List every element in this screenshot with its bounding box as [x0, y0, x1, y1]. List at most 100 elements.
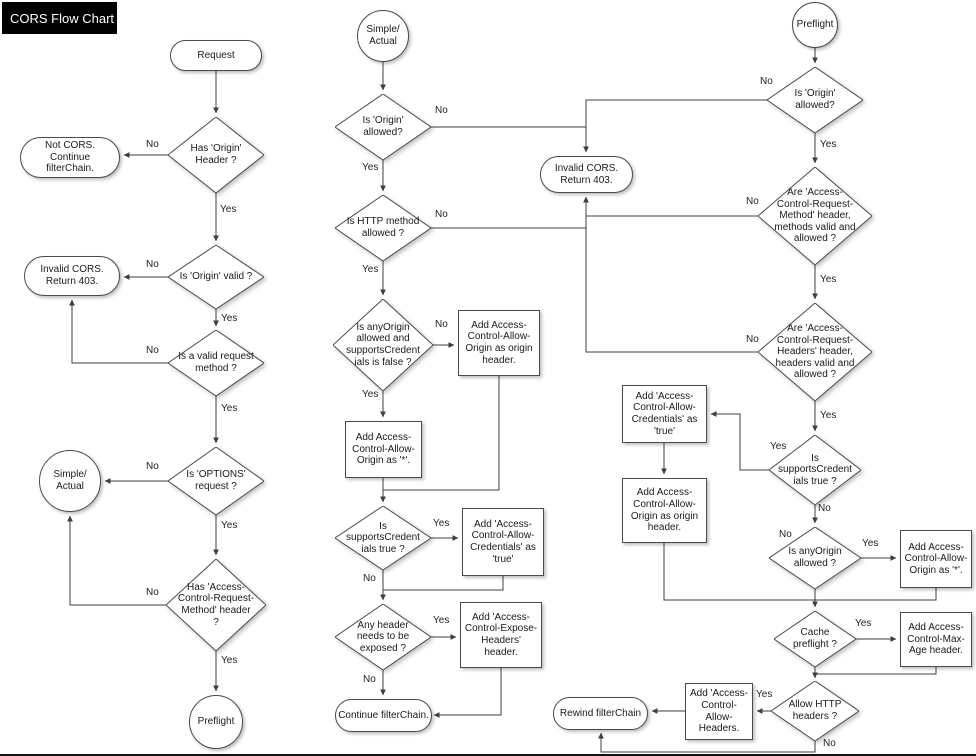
- diamond-shape: [168, 330, 264, 396]
- node-label: Simple/ Actual: [53, 469, 87, 492]
- decision-has-acrm-header: Has 'Access- Control-Request- Method' he…: [166, 559, 266, 651]
- node-label: Is supportsCredent ials true ?: [778, 452, 852, 487]
- process-add-credentials-1: Add 'Access- Control-Allow- Credentials'…: [462, 508, 544, 576]
- connector-preflight-1: Preflight: [189, 695, 243, 749]
- decision-origin-allowed-simple: Is 'Origin' allowed?: [335, 94, 431, 160]
- edge-label-yes: Yes: [362, 389, 379, 400]
- process-add-acao-star-2: Add Access- Control-Allow- Origin as '*'…: [900, 530, 972, 588]
- node-label: Add 'Access- Control-Expose- Headers' he…: [464, 611, 538, 658]
- node-label: Simple/ Actual: [366, 24, 400, 47]
- diamond-shape: [774, 611, 856, 667]
- node-label: Add 'Access- Control-Allow- Credentials'…: [470, 518, 536, 565]
- connector-simple-actual-1: Simple/ Actual: [39, 450, 101, 512]
- diamond-shape: [333, 299, 433, 391]
- node-label: Is 'OPTIONS' request ?: [186, 469, 246, 492]
- node-label: Has 'Origin' Header ?: [190, 143, 242, 166]
- edge-label-no: No: [146, 461, 159, 472]
- node-label: Is 'Origin' valid ?: [179, 271, 253, 283]
- edge-label-yes: Yes: [770, 441, 787, 452]
- edge-label-no: No: [779, 529, 792, 540]
- decision-supports-credentials-1: Is supportsCredent ials true ?: [335, 506, 431, 570]
- flow-edge: [383, 576, 504, 591]
- edge-label-no: No: [746, 334, 759, 345]
- edge-label-yes: Yes: [862, 538, 879, 549]
- decision-acrm-valid: Are 'Access- Control-Request- Method' he…: [758, 167, 872, 265]
- terminator-invalid-cors-2: Invalid CORS. Return 403.: [540, 156, 633, 193]
- edge-label-no: No: [435, 319, 448, 330]
- edge-label-no: No: [146, 345, 159, 356]
- process-add-allow-headers: Add 'Access- Control- Allow- Headers.: [685, 683, 753, 740]
- diamond-shape: [168, 447, 264, 515]
- diamond-shape: [758, 167, 872, 265]
- flow-edge: [710, 411, 769, 471]
- edge-label-no: No: [435, 209, 448, 220]
- diamond-shape: [758, 303, 872, 401]
- flow-edge: [433, 668, 502, 718]
- diamond-shape: [168, 245, 264, 309]
- edge-label-yes: Yes: [820, 139, 837, 150]
- diamond-shape: [769, 435, 861, 505]
- node-label: Invalid CORS. Return 403.: [40, 264, 104, 287]
- node-label: Not CORS. Continue filterChain.: [44, 140, 95, 175]
- process-add-acao-star-1: Add Access- Control-Allow- Origin as '*'…: [345, 421, 422, 478]
- edge-label-no: No: [363, 573, 376, 584]
- terminator-continue-filterchain: Continue filterChain.: [335, 699, 432, 732]
- decision-allow-http-headers: Allow HTTP headers ?: [771, 681, 859, 741]
- decision-is-valid-request-method: Is a valid request method ?: [168, 330, 264, 396]
- node-label: Add Access- Control-Allow- Origin as ori…: [630, 487, 699, 534]
- edge-label-yes: Yes: [221, 655, 238, 666]
- flow-edge: [598, 732, 816, 753]
- node-label: Continue filterChain.: [338, 709, 429, 721]
- flow-edge: [67, 515, 166, 606]
- node-label: Is HTTP method allowed ?: [346, 216, 420, 239]
- edge-label-yes: Yes: [220, 204, 237, 215]
- node-label: Is a valid request method ?: [178, 351, 254, 374]
- node-label: Preflight: [197, 716, 235, 728]
- edge-label-yes: Yes: [362, 264, 379, 275]
- diamond-shape: [168, 117, 264, 193]
- process-add-credentials-2: Add 'Access- Control-Allow- Credentials'…: [622, 385, 707, 443]
- node-label: Is 'Origin' allowed?: [794, 88, 836, 111]
- edge-label-yes: Yes: [221, 520, 238, 531]
- edge-label-yes: Yes: [221, 403, 238, 414]
- edge-label-yes: Yes: [756, 689, 773, 700]
- flow-edge: [583, 99, 767, 153]
- terminator-rewind-filterchain: Rewind filterChain: [553, 697, 648, 730]
- edge-label-no: No: [823, 738, 836, 749]
- decision-is-origin-valid: Is 'Origin' valid ?: [168, 245, 264, 309]
- flow-edge: [69, 299, 168, 364]
- edge-label-no: No: [746, 196, 759, 207]
- decision-origin-allowed-preflight: Is 'Origin' allowed?: [767, 67, 863, 133]
- edge-label-yes: Yes: [433, 615, 450, 626]
- connector-preflight-2: Preflight: [792, 2, 838, 48]
- decision-anyorigin-supportscred: Is anyOrigin allowed and supportsCredent…: [333, 299, 433, 391]
- edge-label-no: No: [146, 587, 159, 598]
- edge-label-yes: Yes: [221, 313, 238, 324]
- decision-any-header-exposed: Any header needs to be exposed ?: [335, 604, 431, 670]
- edge-label-no: No: [435, 105, 448, 116]
- decision-acrh-valid: Are 'Access- Control-Request- Headers' h…: [758, 303, 872, 401]
- decision-has-origin-header: Has 'Origin' Header ?: [168, 117, 264, 193]
- decision-supports-credentials-2: Is supportsCredent ials true ?: [769, 435, 861, 505]
- terminator-invalid-cors-1: Invalid CORS. Return 403.: [24, 256, 120, 296]
- flow-edge: [583, 196, 758, 353]
- node-label: Invalid CORS. Return 403.: [554, 162, 619, 186]
- process-add-acao-origin-2: Add Access- Control-Allow- Origin as ori…: [622, 478, 707, 543]
- decision-http-method-allowed: Is HTTP method allowed ?: [335, 195, 431, 261]
- process-add-max-age: Add Access- Control-Max- Age header.: [900, 612, 972, 667]
- node-label: Is anyOrigin allowed and supportsCredent…: [346, 321, 420, 368]
- decision-anyorigin-allowed: Is anyOrigin allowed ?: [769, 527, 861, 589]
- flow-edge: [815, 667, 937, 675]
- diamond-shape: [767, 67, 863, 133]
- chart-title-box: CORS Flow Chart: [2, 2, 117, 34]
- node-label: Rewind filterChain: [559, 707, 642, 719]
- node-label: Preflight: [796, 19, 834, 31]
- edge-label-yes: Yes: [433, 518, 450, 529]
- edge-label-yes: Yes: [820, 274, 837, 285]
- edge-label-no: No: [146, 139, 159, 150]
- node-label: Add Access- Control-Allow- Origin as '*'…: [352, 432, 415, 467]
- node-label: Are 'Access- Control-Request- Method' he…: [774, 187, 856, 245]
- node-label: Add Access- Control-Allow- Origin as ori…: [465, 319, 533, 366]
- terminator-not-cors: Not CORS. Continue filterChain.: [20, 137, 120, 178]
